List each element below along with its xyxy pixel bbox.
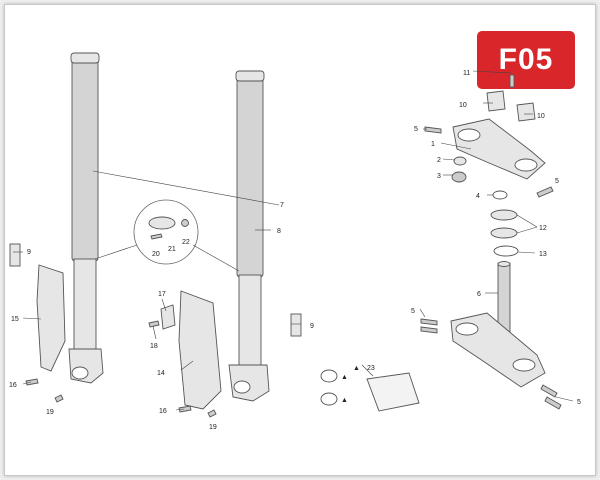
seal-ring-lower[interactable]: [320, 392, 338, 406]
label-sticker-9-left[interactable]: [9, 243, 21, 267]
callout-5-lower-left: 5: [411, 308, 415, 315]
kit-marker-ring-lower: ▲: [341, 397, 348, 404]
fork-top-cap-right: [235, 70, 265, 82]
lower-clamp-bore-left: [455, 322, 479, 336]
screw-19-right[interactable]: [207, 409, 217, 418]
callout-23: 23: [367, 365, 375, 372]
callout-20: 20: [152, 251, 160, 258]
screw-19-left[interactable]: [54, 394, 64, 403]
screw-5-lower-right-a[interactable]: [540, 384, 558, 398]
callout-6: 6: [477, 291, 481, 298]
nut-3[interactable]: [451, 171, 467, 183]
upper-clamp-bore-left: [457, 128, 481, 142]
fork-axle-bore-right: [233, 380, 251, 394]
stem-top: [497, 261, 511, 267]
screw-5-lower-right-b[interactable]: [544, 396, 562, 410]
clamp-detail-circle: [133, 199, 199, 265]
fork-guard-left[interactable]: [36, 264, 66, 372]
callout-9-right: 9: [310, 323, 314, 330]
callout-18: 18: [150, 343, 158, 350]
handlebar-clamp-10-right[interactable]: [516, 102, 536, 122]
callout-1: 1: [431, 141, 435, 148]
clamp-screw-20[interactable]: [150, 233, 163, 240]
fork-stanchion-left: [71, 52, 99, 262]
diagram-sheet: F05: [4, 4, 596, 476]
callout-19-left: 19: [46, 409, 54, 416]
fork-axle-lug-right: [228, 364, 270, 402]
screw-5-upper-left[interactable]: [424, 126, 442, 134]
steering-stem-nut-11[interactable]: [509, 74, 515, 88]
fork-axle-bore-left: [71, 366, 89, 380]
fork-lower-right: [238, 274, 262, 368]
washer-4[interactable]: [492, 190, 508, 200]
screw-16-right[interactable]: [178, 405, 192, 413]
fork-stanchion-right: [236, 70, 264, 278]
clamp-ring[interactable]: [148, 216, 176, 230]
clamp-nut-22[interactable]: [181, 219, 189, 227]
callout-10-right: 10: [537, 113, 545, 120]
upper-clamp-bore-right: [514, 158, 538, 172]
seal-ring-upper[interactable]: [320, 369, 338, 383]
callout-17: 17: [158, 291, 166, 298]
callout-19-right: 19: [209, 424, 217, 431]
callout-12: 12: [539, 225, 547, 232]
fork-top-cap-left: [70, 52, 100, 64]
cap-2[interactable]: [453, 156, 467, 166]
steering-stem-6[interactable]: [497, 262, 511, 334]
leader-lines: [13, 70, 574, 411]
fork-axle-lug-left: [68, 348, 104, 384]
bearing-12-lower[interactable]: [490, 227, 518, 239]
kit-marker-ring-upper: ▲: [341, 374, 348, 381]
callout-9-left: 9: [27, 249, 31, 256]
handlebar-clamp-10-left[interactable]: [486, 90, 506, 112]
fork-guard-right[interactable]: [178, 290, 222, 410]
page-code-badge: F05: [477, 31, 575, 89]
callout-16-right: 16: [159, 408, 167, 415]
callout-labels: 1 2 3 4 5 5 5 5 6 7 8 9 9 10 10 11 12 13…: [9, 70, 581, 431]
callout-13: 13: [539, 251, 547, 258]
cable-guide-17[interactable]: [160, 304, 176, 330]
screw-16-left[interactable]: [25, 378, 39, 386]
callout-14: 14: [157, 370, 165, 377]
callout-2: 2: [437, 157, 441, 164]
callout-11: 11: [463, 70, 470, 77]
screw-5-lower-left-b[interactable]: [420, 326, 438, 334]
lower-clamp-bore-right: [512, 358, 536, 372]
callout-3: 3: [437, 173, 441, 180]
screw-5-upper-right[interactable]: [536, 186, 554, 198]
bearing-12-upper[interactable]: [490, 209, 518, 221]
fork-lower-left: [73, 258, 97, 352]
screw-5-lower-left-a[interactable]: [420, 318, 438, 326]
seal-kit-bag[interactable]: [366, 372, 420, 412]
callout-22: 22: [182, 239, 190, 246]
seal-13[interactable]: [493, 245, 519, 257]
kit-marker-main: ▲: [353, 365, 360, 372]
callout-16-left: 16: [9, 382, 17, 389]
callout-7: 7: [280, 202, 284, 209]
callout-8: 8: [277, 228, 281, 235]
label-sticker-9-right[interactable]: [290, 313, 302, 337]
screw-18[interactable]: [148, 320, 160, 328]
callout-21: 21: [168, 246, 176, 253]
callout-5-lower-right: 5: [577, 399, 581, 406]
exploded-fork-diagram: 1 2 3 4 5 5 5 5 6 7 8 9 9 10 10 11 12 13…: [9, 52, 581, 431]
callout-4: 4: [476, 193, 480, 200]
fork-leg-right[interactable]: [228, 70, 270, 402]
callout-10-left: 10: [459, 102, 467, 109]
fork-leg-left[interactable]: [68, 52, 104, 384]
callout-5-upper-left: 5: [414, 126, 418, 133]
callout-15: 15: [11, 316, 19, 323]
callout-5-upper-right: 5: [555, 178, 559, 185]
